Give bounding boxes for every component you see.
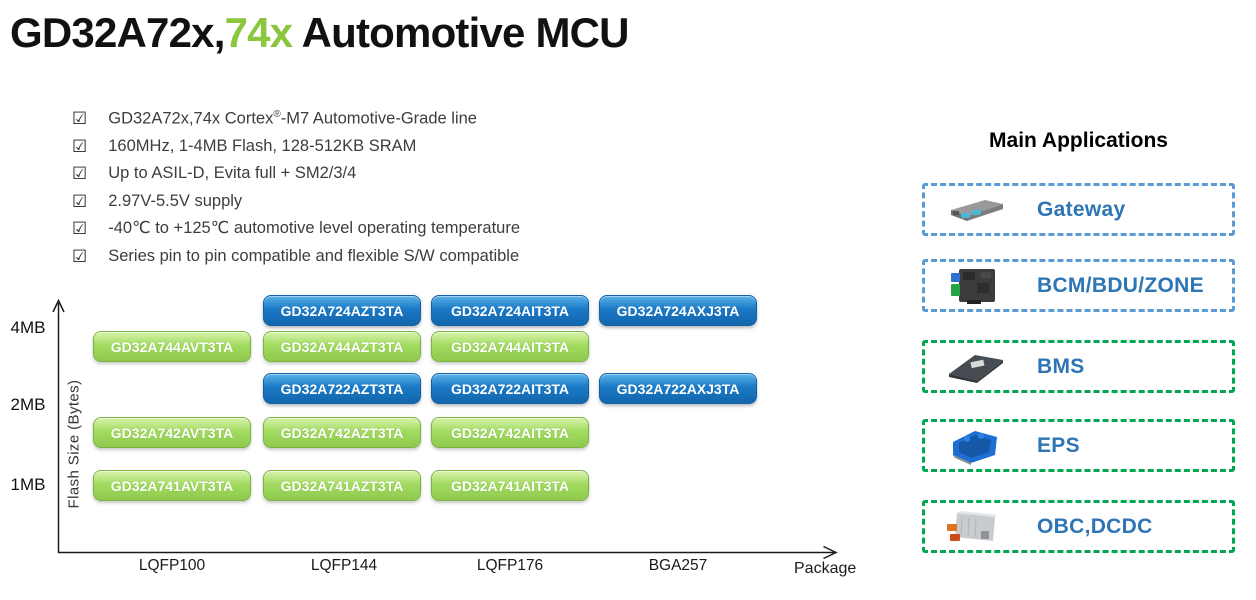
feature-item: ☑ Up to ASIL-D, Evita full + SM2/3/4 — [72, 163, 520, 191]
chip-gd32a741azt3ta: GD32A741AZT3TA — [263, 470, 421, 501]
app-label-eps: EPS — [1037, 433, 1080, 457]
y-tick-2mb: 2MB — [10, 395, 46, 414]
y-tick-1mb: 1MB — [10, 475, 46, 494]
app-label-obc-dcdc: OBC,DCDC — [1037, 514, 1153, 538]
feature-item: ☑ 160MHz, 1-4MB Flash, 128-512KB SRAM — [72, 136, 520, 164]
feature-text: -40℃ to +125℃ automotive level operating… — [108, 219, 521, 238]
chip-gd32a724ait3ta: GD32A724AIT3TA — [431, 295, 589, 326]
x-axis-arrow-icon — [823, 545, 838, 560]
checkbox-checked-icon: ☑ — [72, 219, 88, 239]
app-box-gateway: Gateway — [922, 183, 1235, 236]
chip-gd32a742ait3ta: GD32A742AIT3TA — [431, 417, 589, 448]
chip-gd32a722ait3ta: GD32A722AIT3TA — [431, 373, 589, 404]
checkbox-checked-icon: ☑ — [72, 136, 88, 156]
chip-gd32a744ait3ta: GD32A744AIT3TA — [431, 331, 589, 362]
x-tick-lqfp176: LQFP176 — [476, 557, 544, 574]
y-axis-title: Flash Size (Bytes) — [65, 379, 83, 509]
app-label-bcm-bdu-zone: BCM/BDU/ZONE — [1037, 273, 1204, 297]
x-tick-lqfp100: LQFP100 — [138, 557, 206, 574]
app-box-obc-dcdc: OBC,DCDC — [922, 500, 1235, 553]
y-tick-4mb: 4MB — [10, 318, 46, 337]
app-label-gateway: Gateway — [1037, 197, 1126, 221]
obc-module-icon — [941, 507, 1011, 547]
app-box-bms: BMS — [922, 340, 1235, 393]
feature-item: ☑ -40℃ to +125℃ automotive level operatin… — [72, 218, 520, 246]
checkbox-checked-icon: ☑ — [72, 164, 88, 184]
feature-item: ☑ GD32A72x,74x Cortex®-M7 Automotive-Grad… — [72, 108, 520, 136]
chip-gd32a744avt3ta: GD32A744AVT3TA — [93, 331, 251, 362]
main-applications-heading: Main Applications — [989, 129, 1168, 152]
feature-text: Up to ASIL-D, Evita full + SM2/3/4 — [108, 164, 357, 183]
feature-text: 2.97V-5.5V supply — [108, 191, 243, 210]
chip-gd32a741ait3ta: GD32A741AIT3TA — [431, 470, 589, 501]
x-tick-bga257: BGA257 — [648, 557, 708, 574]
bms-module-icon — [941, 347, 1011, 387]
app-box-eps: EPS — [922, 419, 1235, 472]
title-suffix: Automotive MCU — [292, 9, 630, 56]
chip-gd32a742azt3ta: GD32A742AZT3TA — [263, 417, 421, 448]
chip-gd32a722axj3ta: GD32A722AXJ3TA — [599, 373, 757, 404]
app-label-bms: BMS — [1037, 354, 1085, 378]
eps-module-icon — [941, 426, 1011, 466]
feature-text: Series pin to pin compatible and flexibl… — [108, 246, 520, 265]
feature-text: 160MHz, 1-4MB Flash, 128-512KB SRAM — [108, 136, 417, 155]
gateway-module-icon — [941, 190, 1011, 230]
y-axis-arrow-icon — [52, 298, 65, 313]
feature-list: ☑ GD32A72x,74x Cortex®-M7 Automotive-Grad… — [72, 108, 520, 274]
chip-gd32a742avt3ta: GD32A742AVT3TA — [93, 417, 251, 448]
bcm-module-icon — [941, 266, 1011, 306]
page-title: GD32A72x,74x Automotive MCU — [10, 9, 630, 57]
chip-gd32a744azt3ta: GD32A744AZT3TA — [263, 331, 421, 362]
feature-text: GD32A72x,74x Cortex®-M7 Automotive-Grade… — [108, 108, 477, 128]
x-tick-lqfp144: LQFP144 — [310, 557, 378, 574]
checkbox-checked-icon: ☑ — [72, 246, 88, 266]
chip-gd32a741avt3ta: GD32A741AVT3TA — [93, 470, 251, 501]
feature-item: ☑ Series pin to pin compatible and flexib… — [72, 246, 520, 274]
chip-gd32a724azt3ta: GD32A724AZT3TA — [263, 295, 421, 326]
checkbox-checked-icon: ☑ — [72, 109, 88, 128]
feature-item: ☑ 2.97V-5.5V supply — [72, 191, 520, 219]
title-prefix: GD32A72x, — [10, 9, 225, 56]
checkbox-checked-icon: ☑ — [72, 191, 88, 211]
app-box-bcm-bdu-zone: BCM/BDU/ZONE — [922, 259, 1235, 312]
chip-gd32a722azt3ta: GD32A722AZT3TA — [263, 373, 421, 404]
title-highlight: 74x — [224, 9, 293, 56]
x-axis-title: Package — [794, 560, 857, 577]
chip-gd32a724axj3ta: GD32A724AXJ3TA — [599, 295, 757, 326]
